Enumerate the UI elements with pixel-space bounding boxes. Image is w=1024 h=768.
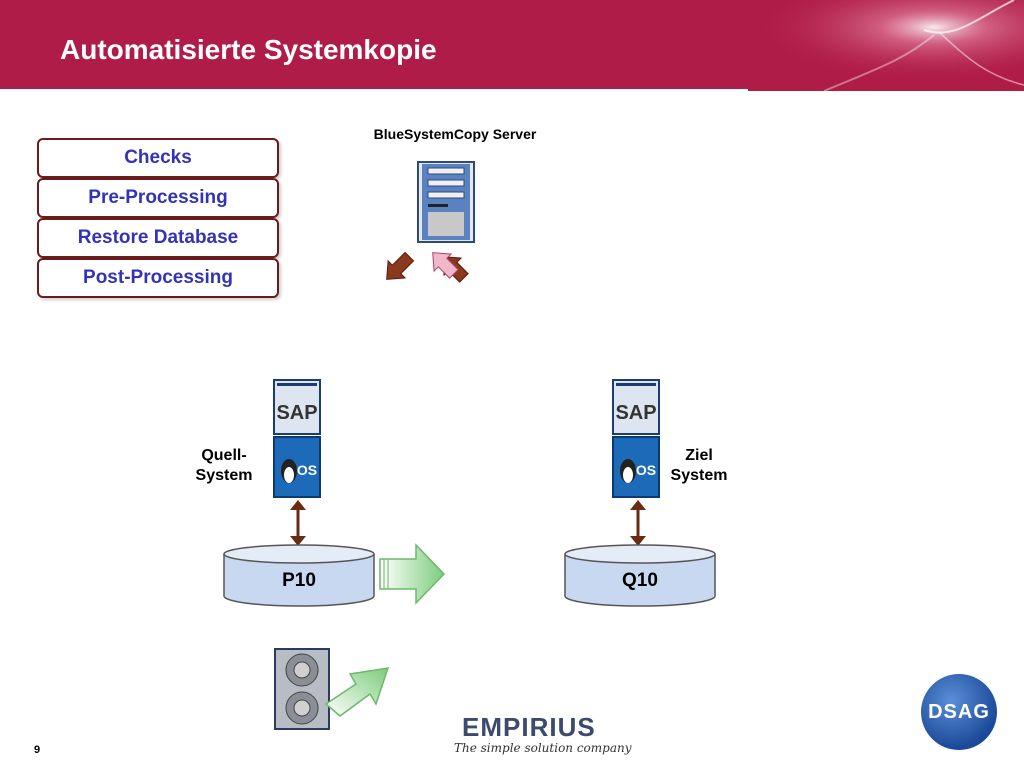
- empirius-tagline: The simple solution company: [454, 741, 632, 755]
- target-sap-text: SAP: [615, 402, 656, 424]
- source-connector: [290, 500, 306, 546]
- p10-database: [223, 544, 375, 607]
- source-system-stack: SAP OS: [273, 379, 321, 498]
- target-label-line2: System: [670, 467, 728, 484]
- header-divider: [0, 89, 748, 91]
- target-connector: [630, 500, 646, 546]
- server-icon: [417, 161, 475, 243]
- backup-arrow: [324, 667, 390, 717]
- server-label: BlueSystemCopy Server: [373, 126, 537, 142]
- header-bar: Automatisierte Systemkopie: [0, 0, 1024, 91]
- tape-drive-icon: [274, 648, 330, 730]
- step-post-processing: Post-Processing: [37, 258, 279, 298]
- step-restore-database: Restore Database: [37, 218, 279, 258]
- page-number: 9: [34, 744, 41, 756]
- dsag-logo: DSAG: [921, 674, 997, 750]
- source-os-text: OS: [297, 462, 317, 478]
- p10-label: P10: [282, 570, 316, 591]
- q10-database: [564, 544, 716, 607]
- source-label-line2: System: [195, 467, 253, 484]
- copy-arrow: [379, 543, 446, 605]
- target-label-line1: Ziel: [685, 447, 713, 464]
- page-title: Automatisierte Systemkopie: [60, 34, 437, 65]
- q10-label: Q10: [622, 570, 658, 591]
- source-label: Quell- System: [188, 446, 260, 486]
- header-decoration: [724, 0, 1024, 91]
- target-os-text: OS: [636, 462, 656, 478]
- source-label-line1: Quell-: [201, 447, 247, 464]
- server-arrows: [386, 251, 469, 283]
- empirius-logo: EMPIRIUS: [462, 712, 596, 742]
- source-sap-text: SAP: [276, 402, 317, 424]
- target-label: Ziel System: [664, 446, 734, 486]
- step-pre-processing: Pre-Processing: [37, 178, 279, 218]
- target-system-stack: SAP OS: [612, 379, 660, 498]
- step-checks: Checks: [37, 138, 279, 178]
